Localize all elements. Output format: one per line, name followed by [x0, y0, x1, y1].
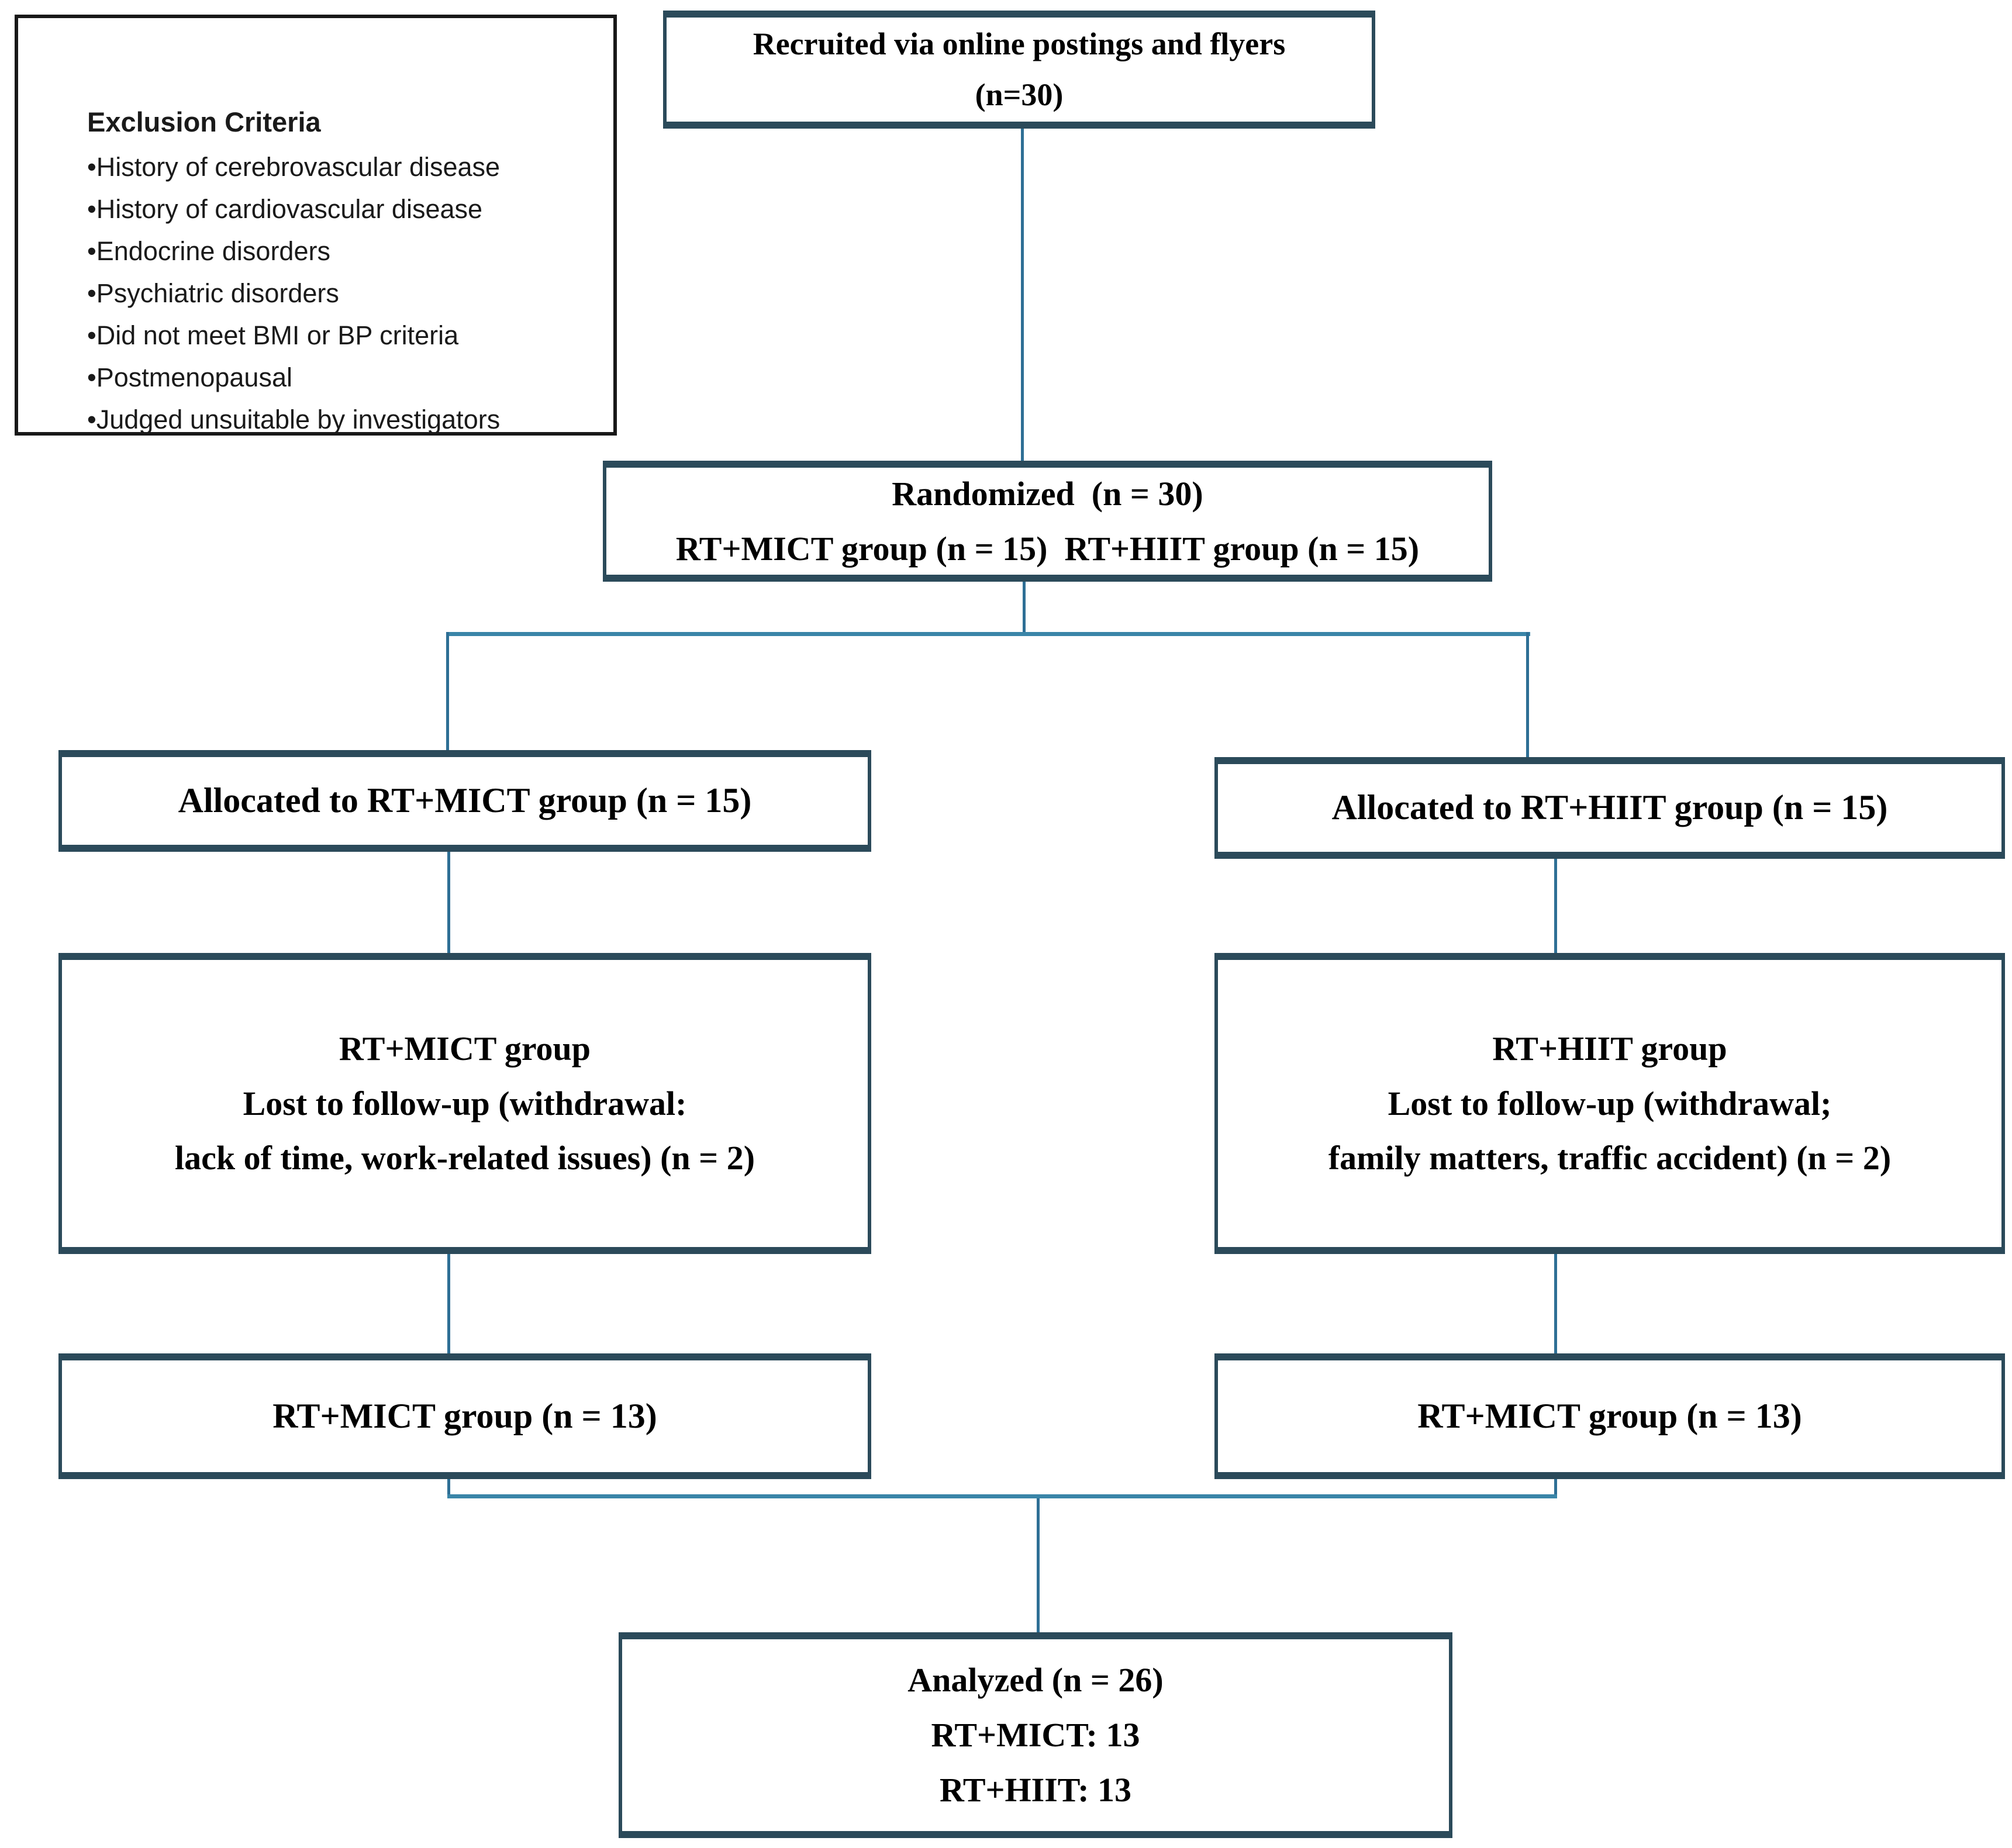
lost-mict-line: RT+MICT group: [339, 1029, 591, 1068]
exclusion-item: •Did not meet BMI or BP criteria: [87, 320, 459, 351]
lost-hiit-line: family matters, traffic accident) (n = 2…: [1328, 1139, 1892, 1177]
connector-allocated-to-lost-right: [1554, 859, 1557, 953]
allocated-mict-label: Allocated to RT+MICT group (n = 15): [178, 781, 752, 820]
connector-lost-to-group-right: [1554, 1254, 1557, 1353]
connector-merge-to-analyzed: [1037, 1498, 1040, 1632]
analyzed-line: Analyzed (n = 26): [907, 1661, 1164, 1700]
connector-branch-left-vertical: [446, 632, 449, 751]
connector-branch-right-vertical: [1526, 632, 1529, 758]
connector-allocated-to-lost-left: [447, 852, 450, 953]
lost-mict-box: RT+MICT group Lost to follow-up (withdra…: [58, 953, 871, 1254]
exclusion-item: •History of cerebrovascular disease: [87, 152, 501, 182]
recruited-line: Recruited via online postings and flyers: [753, 26, 1286, 61]
exclusion-item: •History of cardiovascular disease: [87, 194, 483, 224]
connector-lost-to-group-left: [447, 1254, 450, 1353]
group-hiit-box: RT+MICT group (n = 13): [1214, 1353, 2005, 1479]
connector-branch-horizontal: [446, 632, 1530, 636]
randomized-line: Randomized (n = 30): [892, 474, 1203, 513]
connector-randomized-stub: [1023, 582, 1026, 633]
connector-merge-right-vertical: [1554, 1479, 1557, 1498]
exclusion-item: •Judged unsuitable by investigators: [87, 405, 501, 435]
recruited-box: Recruited via online postings and flyers…: [663, 11, 1375, 129]
allocated-mict-box: Allocated to RT+MICT group (n = 15): [58, 750, 871, 852]
exclusion-criteria-box: Exclusion Criteria •History of cerebrova…: [15, 15, 617, 436]
lost-mict-line: Lost to follow-up (withdrawal:: [243, 1084, 687, 1122]
connector-recruited-to-randomized: [1021, 129, 1024, 461]
analyzed-line: RT+HIIT: 13: [939, 1770, 1132, 1809]
connector-merge-left-vertical: [447, 1479, 450, 1498]
allocated-hiit-box: Allocated to RT+HIIT group (n = 15): [1214, 757, 2005, 859]
allocated-hiit-label: Allocated to RT+HIIT group (n = 15): [1331, 788, 1888, 827]
randomized-line: RT+MICT group (n = 15) RT+HIIT group (n …: [675, 529, 1420, 568]
randomized-box: Randomized (n = 30) RT+MICT group (n = 1…: [603, 461, 1492, 582]
connector-merge-horizontal: [447, 1494, 1557, 1498]
analyzed-line: RT+MICT: 13: [931, 1716, 1140, 1754]
exclusion-item: •Endocrine disorders: [87, 236, 330, 267]
exclusion-item: •Psychiatric disorders: [87, 278, 339, 309]
exclusion-item: •Postmenopausal: [87, 362, 292, 393]
lost-hiit-box: RT+HIIT group Lost to follow-up (withdra…: [1214, 953, 2005, 1254]
group-mict-box: RT+MICT group (n = 13): [58, 1353, 871, 1479]
group-hiit-label: RT+MICT group (n = 13): [1417, 1396, 1802, 1435]
lost-hiit-line: RT+HIIT group: [1492, 1029, 1727, 1068]
group-mict-label: RT+MICT group (n = 13): [272, 1396, 657, 1435]
exclusion-title: Exclusion Criteria: [87, 106, 321, 137]
lost-hiit-line: Lost to follow-up (withdrawal;: [1388, 1084, 1832, 1122]
recruited-line: (n=30): [975, 77, 1064, 112]
lost-mict-line: lack of time, work-related issues) (n = …: [174, 1139, 755, 1177]
analyzed-box: Analyzed (n = 26) RT+MICT: 13 RT+HIIT: 1…: [619, 1632, 1452, 1838]
